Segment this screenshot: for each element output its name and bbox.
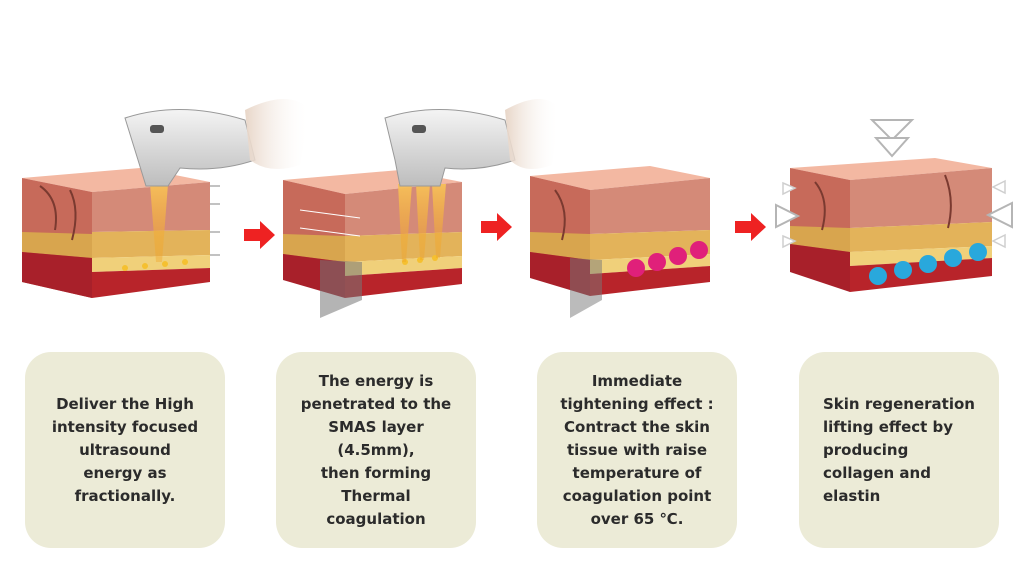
- step-3-box: Immediate tightening effect : Contract t…: [537, 352, 737, 548]
- ultrasound-beam-2: [398, 184, 446, 262]
- regeneration-points: [869, 243, 987, 285]
- handpiece-icon: [124, 99, 310, 187]
- arrow-right-icon: [244, 221, 275, 249]
- compress-arrow-icon: [775, 181, 801, 249]
- coagulation-points: [627, 241, 708, 277]
- arrow-right-icon: [481, 213, 512, 241]
- step-1-text: Deliver the High intensity focused ultra…: [51, 394, 199, 505]
- layer-labels-1: [210, 185, 220, 256]
- step-4-text: Skin regeneration lifting effect by prod…: [823, 394, 975, 505]
- skin-block-3: [530, 166, 710, 318]
- skin-block-4: [790, 158, 992, 292]
- handpiece-icon: [384, 99, 560, 187]
- ultrasound-beam-1: [150, 184, 168, 262]
- compress-arrow-icon: [985, 179, 1013, 249]
- arrow-right-icon: [735, 213, 766, 241]
- step-2-text: The energy is penetrated to the SMAS lay…: [300, 371, 452, 528]
- compress-arrow-icon: [869, 119, 915, 158]
- skin-block-1: [22, 168, 210, 298]
- step-3-text: Immediate tightening effect : Contract t…: [560, 371, 714, 528]
- step-1-box: Deliver the High intensity focused ultra…: [25, 352, 225, 548]
- step-2-box: The energy is penetrated to the SMAS lay…: [276, 352, 476, 548]
- step-4-box: Skin regeneration lifting effect by prod…: [799, 352, 999, 548]
